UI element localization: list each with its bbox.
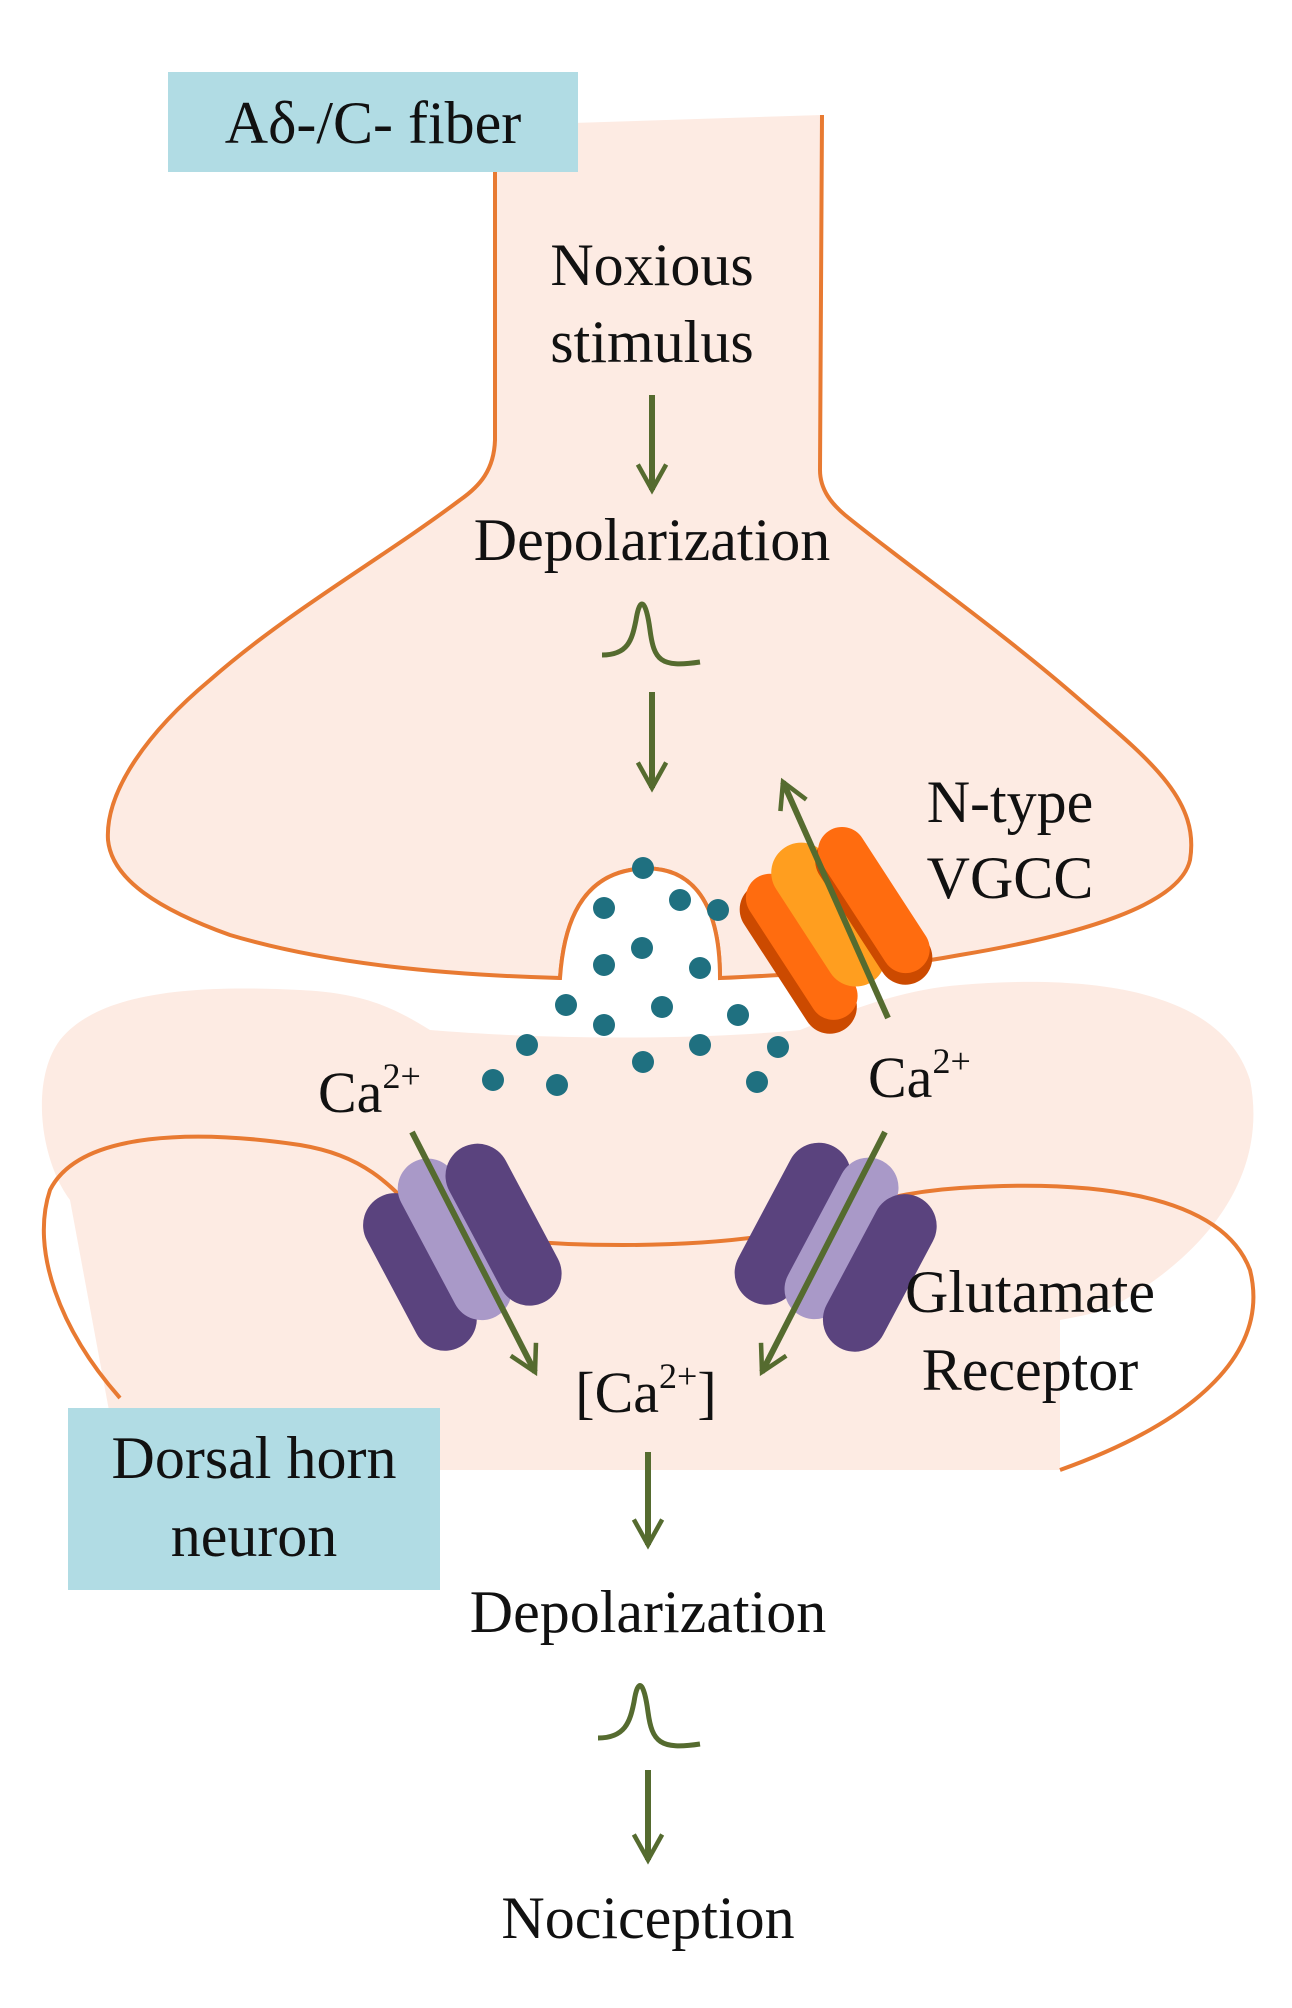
receptor-label-line1: Glutamate — [905, 1259, 1155, 1325]
vesicle — [707, 899, 729, 921]
vesicle — [632, 1051, 654, 1073]
vesicle — [555, 994, 577, 1016]
neuron-label-line2: neuron — [171, 1503, 338, 1569]
vesicle — [727, 1004, 749, 1026]
depolarization-pre-label: Depolarization — [474, 507, 831, 573]
vesicle — [689, 957, 711, 979]
glutamate-receptor-left — [363, 1143, 562, 1351]
postsynaptic-membrane — [41, 1134, 1256, 1472]
arrow-ca-influx-receptor-left — [409, 1130, 539, 1377]
vesicle — [593, 954, 615, 976]
vesicle — [593, 897, 615, 919]
vesicle — [632, 857, 654, 879]
vgcc-label-line1: N-type — [927, 769, 1094, 835]
presynaptic-terminal — [107, 115, 1192, 978]
fiber-label-box — [168, 72, 578, 172]
glutamate-vesicles — [482, 857, 789, 1096]
depolarization-post-label: Depolarization — [470, 1579, 827, 1645]
vgcc-label-line2: VGCC — [927, 845, 1094, 911]
vesicle — [689, 1034, 711, 1056]
stimulus-label-line1: Noxious — [550, 232, 753, 298]
action-potential-spike-post — [597, 1683, 701, 1749]
vesicle — [746, 1071, 768, 1093]
vesicle — [767, 1036, 789, 1058]
ca-label-left: Ca2+ — [318, 1056, 421, 1125]
vesicle — [516, 1034, 538, 1056]
arrow-ca-influx-receptor-right — [758, 1130, 888, 1377]
vesicle — [669, 889, 691, 911]
neuron-label-box — [68, 1408, 440, 1590]
postsynaptic-neuron — [41, 981, 1254, 1470]
vesicle — [631, 937, 653, 959]
arrow-ca-influx-vgcc — [778, 777, 891, 1020]
vesicle — [546, 1074, 568, 1096]
vesicle — [482, 1069, 504, 1091]
vesicle — [593, 1014, 615, 1036]
action-potential-spike-pre — [601, 601, 701, 667]
fiber-label: Aδ-/C- fiber — [225, 90, 522, 156]
receptor-label-line2: Receptor — [922, 1337, 1139, 1403]
neuron-label-line1: Dorsal horn — [112, 1425, 397, 1491]
nociception-label: Nociception — [501, 1885, 794, 1951]
stimulus-label-line2: stimulus — [550, 309, 753, 375]
intracellular-ca-label: [Ca2+] — [575, 1356, 716, 1425]
ca-label-right: Ca2+ — [868, 1041, 971, 1110]
vesicle — [651, 996, 673, 1018]
